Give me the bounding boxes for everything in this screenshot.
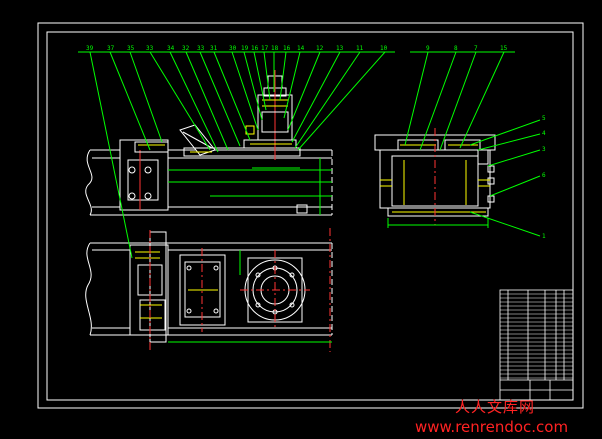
callout-7: 7 [474,45,478,52]
callout-17: 17 [261,45,269,52]
plan-dimensions [168,250,332,343]
front-view [85,70,333,216]
callout-3: 3 [542,146,546,153]
callout-11: 11 [356,45,364,52]
plan-centerlines [149,228,331,352]
callout-13: 13 [336,45,344,52]
front-dimensions [168,158,332,215]
callout-6: 6 [542,172,546,179]
callout-labels: 39 37 35 33 34 32 33 31 30 19 16 17 18 1… [86,45,546,240]
callout-10: 10 [380,45,388,52]
callout-9: 9 [426,45,430,52]
callout-32: 32 [182,45,190,52]
parts-list-rows [500,293,573,379]
title-block [499,289,574,401]
callout-18: 18 [271,45,279,52]
callout-19a: 19 [241,45,249,52]
callout-37: 37 [107,45,115,52]
callout-14: 14 [297,45,305,52]
callout-35: 35 [127,45,135,52]
callout-33: 33 [146,45,154,52]
callout-4: 4 [542,130,546,137]
callout-1: 1 [542,233,546,240]
watermark-url[interactable]: www.renrendoc.com [415,418,569,436]
watermark-site-name: 人人文库网 [455,398,536,416]
callout-12: 12 [316,45,324,52]
callout-5: 5 [542,115,546,122]
plan-view [85,231,333,343]
title-block-bottom [500,379,573,400]
callout-15: 15 [500,45,508,52]
callout-33b: 33 [197,45,205,52]
callout-16a: 16 [251,45,259,52]
plan-hatch [135,251,218,319]
callout-8: 8 [454,45,458,52]
callout-16b: 16 [283,45,291,52]
callout-31: 31 [210,45,218,52]
sheet-border [37,22,584,409]
section-hatch [138,99,292,153]
side-dimensions [387,218,489,228]
leader-lines [78,51,541,259]
callout-34: 34 [167,45,175,52]
callout-39: 39 [86,45,94,52]
callout-30: 30 [229,45,237,52]
